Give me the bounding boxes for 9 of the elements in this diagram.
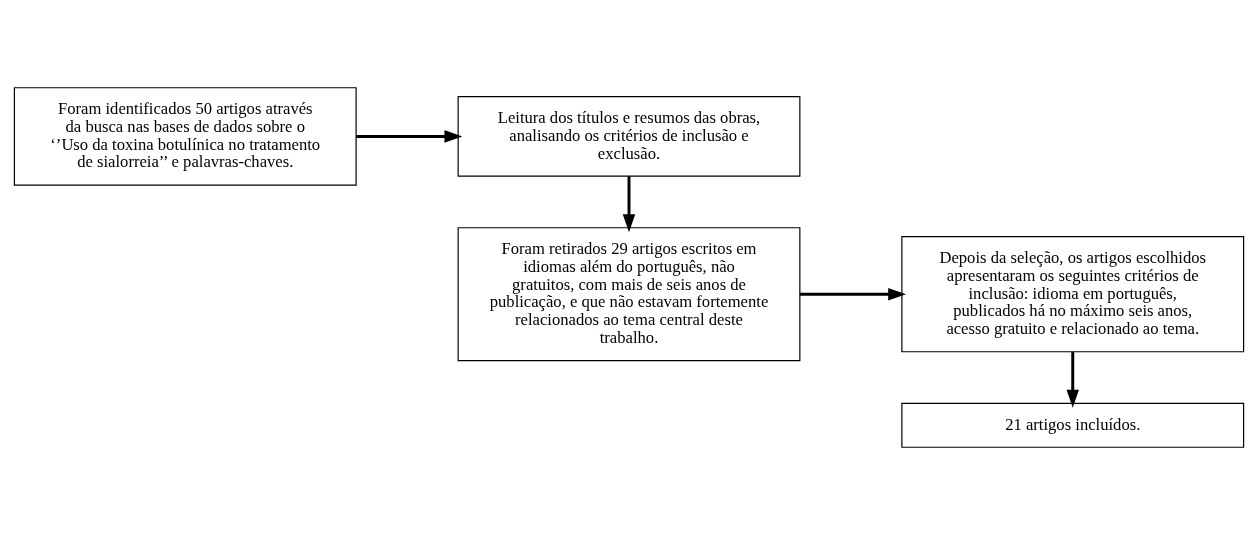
arrow [1066, 352, 1079, 408]
arrow [799, 287, 907, 301]
arrow [356, 130, 463, 143]
arrow [622, 176, 636, 233]
node-box: Foram retirados 29 artigos escritos em idiomas além do português, não gratuitos, com mais de seis anos de publicação, e que não estavam fortemente relacionados ao tema central deste trabalho. [457, 227, 801, 362]
node-box: Depois da seleção, os artigos escolhidos apresentaram os seguintes critérios de inclusão: idioma em português, publicados há no máximo seis anos, acesso gratuito e relacionado ao tema. [901, 236, 1245, 353]
node-box: Leitura dos títulos e resumos das obras, analisando os critérios de inclusão e exclusão. [457, 96, 801, 177]
node-box: 21 artigos incluídos. [901, 402, 1245, 448]
node-box: Foram identificados 50 artigos através da busca nas bases de dados sobre o ‘’Uso da toxina botulínica no tratamento de sialorreia’’ e palavras-chaves. [13, 87, 357, 186]
